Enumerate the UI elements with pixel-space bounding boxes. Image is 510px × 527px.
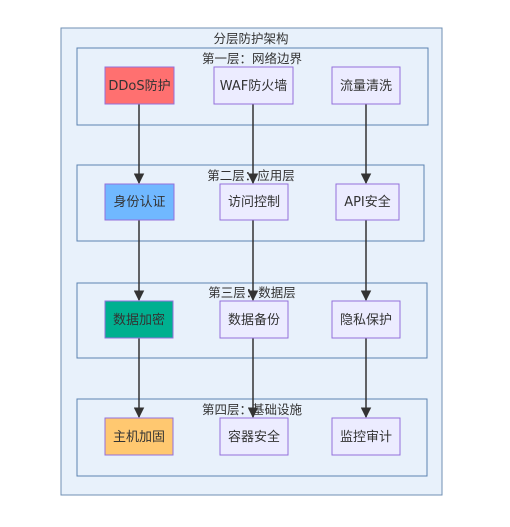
layer-1-label: 第一层：网络边界: [202, 51, 303, 66]
node-privacy-protection: [331, 300, 401, 339]
node-access-control-label: 访问控制: [228, 195, 280, 210]
node-traffic-scrubbing-label: 流量清洗: [340, 79, 392, 94]
node-container-security: [219, 417, 289, 456]
node-ddos-label: DDoS防护: [108, 78, 170, 94]
node-waf-label: WAF防火墙: [220, 78, 288, 94]
node-host-hardening-label: 主机加固: [113, 430, 165, 445]
layer-3-label: 第三层：数据层: [208, 285, 296, 300]
node-privacy-protection-label: 隐私保护: [340, 313, 392, 328]
arrows: [133, 104, 372, 419]
node-data-backup-label: 数据备份: [228, 312, 280, 328]
node-auth-label: 身份认证: [113, 194, 165, 210]
node-api-security: [335, 183, 400, 221]
layer-4-label: 第四层：基础设施: [202, 402, 303, 417]
node-host-hardening: [104, 417, 174, 456]
node-data-backup: [219, 300, 289, 339]
node-container-security-label: 容器安全: [228, 429, 280, 445]
diagram-title: 分层防护架构: [213, 31, 288, 46]
node-ddos: [104, 66, 175, 105]
node-traffic-scrubbing: [331, 66, 401, 105]
layer-2-label: 第二层：应用层: [207, 168, 295, 183]
node-monitoring-audit: [331, 417, 401, 456]
node-waf: [213, 66, 294, 105]
node-data-encryption-label: 数据加密: [113, 312, 165, 328]
node-auth: [104, 183, 175, 221]
node-monitoring-audit-label: 监控审计: [340, 430, 392, 445]
node-api-security-label: API安全: [344, 194, 391, 210]
node-access-control: [219, 183, 289, 221]
node-data-encryption: [104, 300, 174, 339]
